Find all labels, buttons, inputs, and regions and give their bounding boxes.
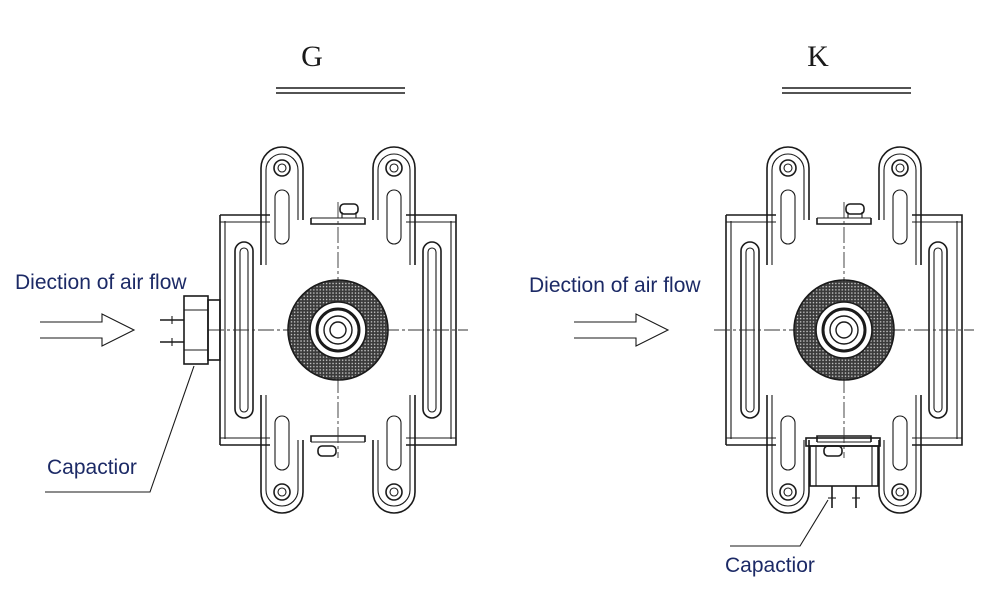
capacitor-leader-line [45,365,195,493]
air-flow-arrow [573,313,669,347]
capacitor-leader-line [730,499,829,547]
magnetron-body [712,145,976,515]
air-flow-label: Diection of air flow [15,271,187,294]
diagram-title: K [807,40,829,73]
diagram-g: G Diection of air flow Capactior [15,40,470,515]
air-flow-label: Diection of air flow [529,274,701,297]
capacitor-side [160,295,221,365]
air-flow-arrow [39,313,135,347]
diagram-k: K Diection of air flow Capactior [529,40,976,577]
capacitor-label: Capactior [47,456,137,479]
capacitor-bottom [805,437,881,508]
diagram-title: G [301,40,323,73]
capacitor-label: Capactior [725,554,815,577]
magnetron-body [206,145,470,515]
